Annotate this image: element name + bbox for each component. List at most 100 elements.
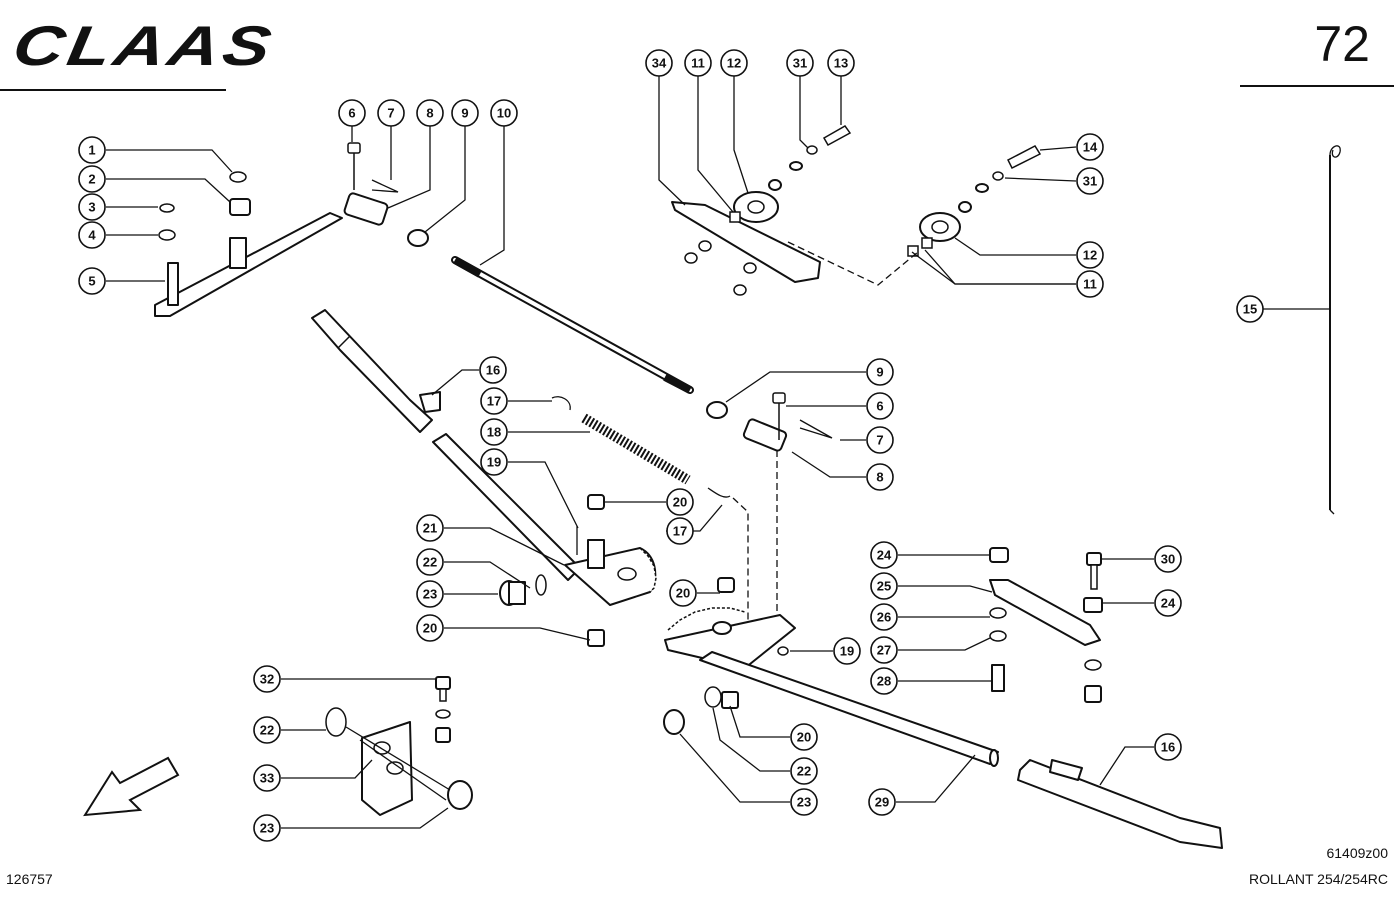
callout-22-bottom-left: 22 bbox=[253, 716, 281, 744]
svg-text:34: 34 bbox=[652, 56, 667, 71]
lower-tube bbox=[699, 651, 999, 767]
figure-code: 61409z00 bbox=[1326, 845, 1388, 861]
svg-text:31: 31 bbox=[1083, 174, 1097, 189]
svg-text:6: 6 bbox=[348, 106, 355, 121]
mounting-bracket bbox=[325, 676, 473, 816]
callout-11-top: 11 bbox=[684, 49, 712, 77]
callout-9-right: 9 bbox=[866, 358, 894, 386]
rod-end-left bbox=[343, 142, 399, 226]
callout-29: 29 bbox=[868, 788, 896, 816]
callout-12-top: 12 bbox=[720, 49, 748, 77]
svg-text:20: 20 bbox=[423, 621, 437, 636]
spacer-part-2 bbox=[229, 198, 251, 216]
ring-part-1 bbox=[229, 171, 247, 183]
leader-lines bbox=[106, 76, 1330, 829]
bushing-lower-left bbox=[499, 574, 605, 647]
callout-22-mid: 22 bbox=[416, 548, 444, 576]
rod-end-right bbox=[742, 392, 833, 620]
svg-text:14: 14 bbox=[1083, 140, 1098, 155]
svg-text:12: 12 bbox=[1083, 248, 1097, 263]
callout-23-bottom: 23 bbox=[790, 788, 818, 816]
svg-text:23: 23 bbox=[797, 795, 811, 810]
svg-text:12: 12 bbox=[727, 56, 741, 71]
spring-link-dash bbox=[732, 497, 749, 620]
direction-arrow bbox=[83, 756, 180, 817]
model-name: ROLLANT 254/254RC bbox=[1248, 871, 1388, 887]
arm-right-end bbox=[1017, 759, 1223, 849]
callout-9-top: 9 bbox=[451, 99, 479, 127]
callout-4: 4 bbox=[78, 221, 106, 249]
bracket-plate bbox=[154, 212, 343, 317]
svg-text:32: 32 bbox=[260, 672, 274, 687]
page-number: 72 bbox=[1314, 16, 1370, 72]
arm-left bbox=[311, 309, 581, 581]
nut-part-9a bbox=[407, 229, 429, 247]
svg-text:16: 16 bbox=[1161, 740, 1175, 755]
linkage-right bbox=[989, 547, 1103, 703]
drawing-id: 126757 bbox=[6, 871, 53, 887]
callout-33: 33 bbox=[253, 764, 281, 792]
callout-8-top: 8 bbox=[416, 99, 444, 127]
callout-22-bottom: 22 bbox=[790, 757, 818, 785]
svg-text:21: 21 bbox=[423, 521, 437, 536]
callout-3: 3 bbox=[78, 193, 106, 221]
svg-text:24: 24 bbox=[1161, 596, 1176, 611]
callout-8-right: 8 bbox=[866, 463, 894, 491]
threaded-rod bbox=[451, 256, 694, 394]
svg-text:9: 9 bbox=[876, 365, 883, 380]
callout-14: 14 bbox=[1076, 133, 1104, 161]
svg-text:31: 31 bbox=[793, 56, 807, 71]
svg-text:11: 11 bbox=[691, 56, 705, 71]
ring-part-3 bbox=[159, 203, 175, 213]
svg-text:13: 13 bbox=[834, 56, 848, 71]
callout-23-bottom-left: 23 bbox=[253, 814, 281, 842]
svg-text:8: 8 bbox=[426, 106, 433, 121]
svg-text:20: 20 bbox=[797, 730, 811, 745]
bracket-link-dash bbox=[787, 241, 919, 286]
svg-text:1: 1 bbox=[88, 143, 95, 158]
callout-24-right: 24 bbox=[1154, 589, 1182, 617]
callout-10: 10 bbox=[490, 99, 518, 127]
callout-31-right: 31 bbox=[1076, 167, 1104, 195]
callout-2: 2 bbox=[78, 165, 106, 193]
svg-text:16: 16 bbox=[486, 363, 500, 378]
callout-6-right: 6 bbox=[866, 392, 894, 420]
callout-19-right: 19 bbox=[833, 637, 861, 665]
svg-text:15: 15 bbox=[1243, 302, 1257, 317]
svg-text:18: 18 bbox=[487, 425, 501, 440]
callout-17-left: 17 bbox=[480, 387, 508, 415]
callout-5: 5 bbox=[78, 267, 106, 295]
callout-17-right: 17 bbox=[666, 517, 694, 545]
callout-28: 28 bbox=[870, 667, 898, 695]
nut-part-9b bbox=[706, 401, 728, 419]
callout-27: 27 bbox=[870, 636, 898, 664]
svg-text:20: 20 bbox=[673, 495, 687, 510]
sector-plate-lower bbox=[664, 577, 796, 669]
callout-6-top: 6 bbox=[338, 99, 366, 127]
callout-20-mid: 20 bbox=[416, 614, 444, 642]
callout-20-bottom: 20 bbox=[790, 723, 818, 751]
washer-part-4 bbox=[158, 229, 176, 241]
svg-text:7: 7 bbox=[876, 433, 883, 448]
tension-spring bbox=[551, 396, 731, 498]
svg-text:26: 26 bbox=[877, 610, 891, 625]
svg-text:17: 17 bbox=[487, 394, 501, 409]
svg-text:11: 11 bbox=[1083, 277, 1097, 292]
svg-text:23: 23 bbox=[423, 587, 437, 602]
callout-15: 15 bbox=[1236, 295, 1264, 323]
svg-text:2: 2 bbox=[88, 172, 95, 187]
svg-text:29: 29 bbox=[875, 795, 889, 810]
svg-text:10: 10 bbox=[497, 106, 511, 121]
svg-text:7: 7 bbox=[387, 106, 394, 121]
callout-23-mid: 23 bbox=[416, 580, 444, 608]
callout-7-right: 7 bbox=[866, 426, 894, 454]
callout-31-top: 31 bbox=[786, 49, 814, 77]
callout-20-lower-sector: 20 bbox=[669, 579, 697, 607]
svg-text:24: 24 bbox=[877, 548, 892, 563]
svg-text:25: 25 bbox=[877, 579, 891, 594]
spring-hook bbox=[1329, 145, 1341, 515]
svg-text:20: 20 bbox=[676, 586, 690, 601]
svg-text:4: 4 bbox=[88, 228, 96, 243]
